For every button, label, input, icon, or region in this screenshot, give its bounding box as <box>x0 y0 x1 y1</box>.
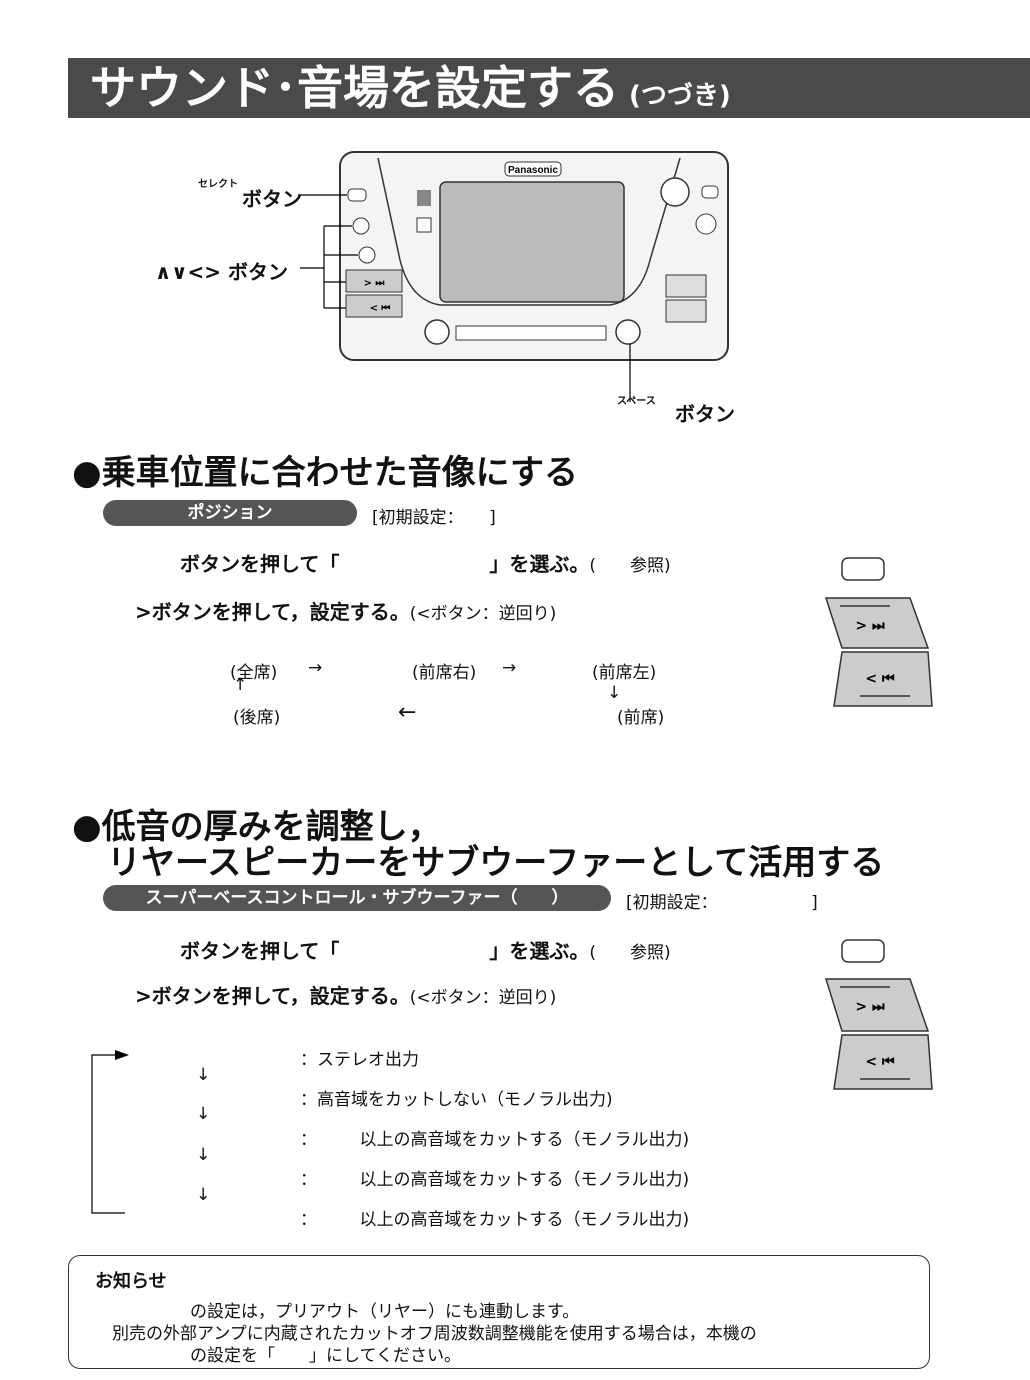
loop-arrow <box>91 1050 129 1214</box>
option-down-arrow: ↓ <box>196 1104 211 1124</box>
flow-front: (前席) <box>617 708 665 728</box>
step2-text: >ボタンを押して，設定する。 <box>135 984 410 1008</box>
prev-button-icon <box>833 651 933 707</box>
svg-text:> ⏭: > ⏭ <box>364 278 385 289</box>
flow-up-arrow: ↑ <box>233 675 248 695</box>
step1-text-b: 」を選ぶ。 <box>489 939 590 963</box>
option-down-arrow: ↓ <box>196 1185 211 1205</box>
step2-note: (<ボタン：逆回り) <box>409 988 557 1008</box>
step2-text: >ボタンを押して，設定する。 <box>135 600 410 624</box>
svg-text:> ⏭: > ⏭ <box>855 999 885 1015</box>
flow-down-arrow: ↓ <box>607 683 622 703</box>
note-title: お知らせ <box>95 1271 167 1292</box>
super-bass-pill: スーパーベースコントロール・サブウーファー（ ） <box>103 885 611 911</box>
svg-text:< ⏮: < ⏮ <box>865 1054 895 1070</box>
section2-heading-line2: リヤースピーカーをサブウーファーとして活用する <box>107 843 885 883</box>
page-title: サウンド･音場を設定する (つづき) <box>90 58 731 126</box>
title-bar <box>68 58 1030 118</box>
option-item: ：高音域をカットしない（モノラル出力) <box>300 1090 613 1110</box>
section1-initial-setting: [初期設定： ] <box>372 508 496 528</box>
section1-button-illustration: > ⏭ < ⏮ <box>824 557 933 707</box>
svg-text:< ⏮: < ⏮ <box>865 671 895 687</box>
option-item: ： 以上の高音域をカットする（モノラル出力) <box>300 1130 690 1150</box>
section2-step1: ボタンを押して「 」を選ぶ。( 参照) <box>180 935 671 964</box>
note-box <box>68 1255 930 1369</box>
note-line-3: の設定を「 」にしてください。 <box>190 1346 461 1366</box>
select-button-icon <box>841 939 885 963</box>
section2-initial-setting: [初期設定： ] <box>626 893 818 913</box>
note-line-2: 別売の外部アンプに内蔵されたカットオフ周波数調整機能を使用する場合は，本機の <box>112 1324 757 1344</box>
flow-front-left: (前席左) <box>592 663 657 683</box>
step1-text-a: ボタンを押して「 <box>180 939 340 963</box>
svg-text:> ⏭: > ⏭ <box>855 618 885 634</box>
option-item: ：ステレオ出力 <box>300 1050 419 1070</box>
flow-left-arrow: ← <box>398 700 417 725</box>
section2-button-illustration: > ⏭ < ⏮ <box>824 939 933 1090</box>
flow-arrow-1: → <box>308 658 323 678</box>
arrow-buttons-label: ∧∨<> ボタン <box>155 260 288 284</box>
section2-step2: >ボタンを押して，設定する。(<ボタン：逆回り) <box>135 980 556 1009</box>
section1-step1: ボタンを押して「 」を選ぶ。( 参照) <box>180 548 671 577</box>
brand-logo: Panasonic <box>508 165 558 176</box>
step1-text-a: ボタンを押して「 <box>180 552 340 576</box>
title-main: サウンド･音場を設定する <box>90 61 619 115</box>
step1-ref: ( 参照) <box>589 556 671 576</box>
step1-text-b: 」を選ぶ。 <box>489 552 590 576</box>
option-down-arrow: ↓ <box>196 1065 211 1085</box>
select-button-label: ボタン <box>242 187 302 211</box>
flow-front-right: (前席右) <box>412 663 477 683</box>
note-line-1: の設定は，プリアウト（リヤー）にも連動します。 <box>190 1302 580 1322</box>
svg-text:< ⏮: < ⏮ <box>370 303 391 314</box>
option-item: ： 以上の高音域をカットする（モノラル出力) <box>300 1210 690 1230</box>
position-pill: ポジション <box>103 500 357 526</box>
flow-rear: (後席) <box>233 708 281 728</box>
next-button-icon <box>824 978 930 1032</box>
prev-button-icon <box>833 1034 933 1090</box>
flow-arrow-2: → <box>502 658 517 678</box>
option-down-arrow: ↓ <box>196 1145 211 1165</box>
title-sub: (つづき) <box>629 81 731 111</box>
flow-all-seats: (全席) <box>230 663 278 683</box>
option-item: ： 以上の高音域をカットする（モノラル出力) <box>300 1170 690 1190</box>
select-button-small-label: セレクト <box>198 179 238 190</box>
section1-heading: ●乗車位置に合わせた音像にする <box>72 453 579 493</box>
step2-note: (<ボタン：逆回り) <box>409 604 557 624</box>
next-button-icon <box>824 597 930 649</box>
select-button-icon <box>841 557 885 581</box>
device-diagram: Panasonic > ⏭ < ⏮ <box>298 151 729 402</box>
section2-heading-line1: ●低音の厚みを調整し， <box>72 807 442 847</box>
space-button-small-label: スペース <box>617 396 656 407</box>
step1-ref: ( 参照) <box>589 943 671 963</box>
section1-step2: >ボタンを押して，設定する。(<ボタン：逆回り) <box>135 596 556 625</box>
space-button-label: ボタン <box>675 402 735 426</box>
